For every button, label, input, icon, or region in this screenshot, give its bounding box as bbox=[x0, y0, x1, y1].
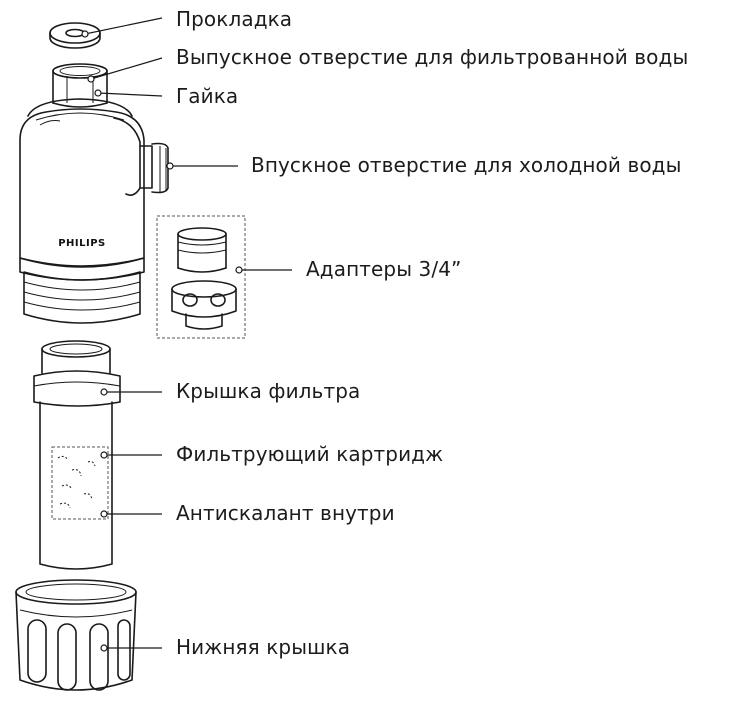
bottom-cap-part bbox=[15, 579, 137, 691]
nut-part bbox=[52, 63, 108, 108]
gasket-part bbox=[49, 22, 101, 49]
housing-part: PHILIPS bbox=[19, 98, 169, 324]
label-adapters: Адаптеры 3/4” bbox=[306, 257, 462, 281]
label-bottom-cap: Нижняя крышка bbox=[176, 635, 351, 659]
brand-logo: PHILIPS bbox=[58, 238, 106, 249]
label-gasket: Прокладка bbox=[176, 7, 293, 31]
label-cartridge: Фильтрующий картридж bbox=[176, 442, 444, 466]
label-nut: Гайка bbox=[176, 84, 239, 108]
leader-lines bbox=[81, 17, 292, 652]
cartridge-part bbox=[33, 340, 121, 570]
label-cold-inlet: Впускное отверстие для холодной воды bbox=[251, 153, 682, 177]
label-filtered-outlet: Выпускное отверстие для фильтрованной во… bbox=[176, 45, 689, 69]
adapters-part bbox=[156, 215, 246, 339]
label-antiscalant: Антискалант внутри bbox=[176, 501, 395, 525]
label-filter-cap: Крышка фильтра bbox=[176, 379, 361, 403]
